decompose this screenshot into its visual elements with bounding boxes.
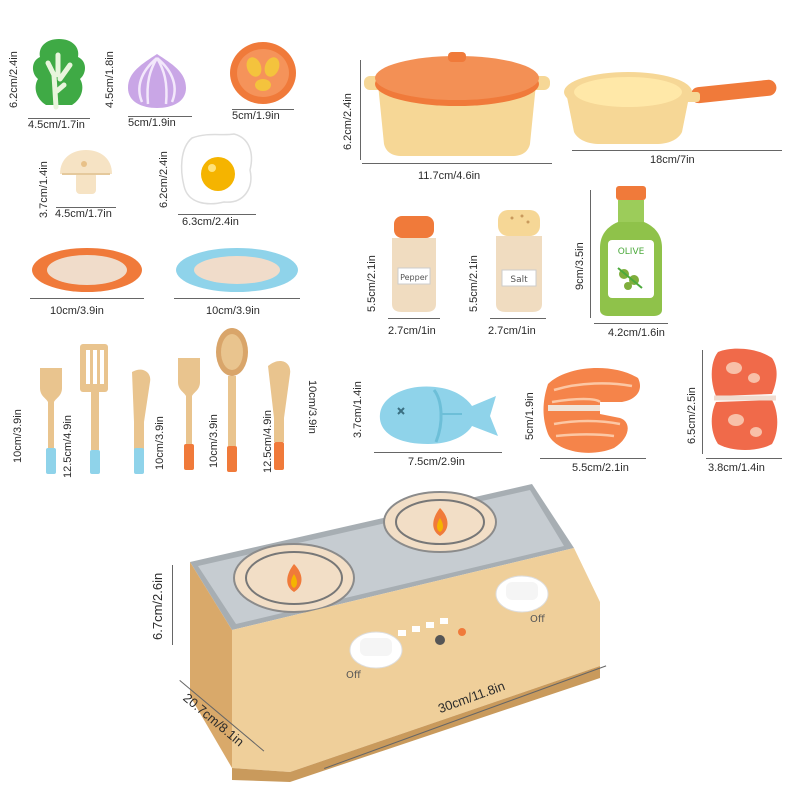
lettuce-width-line xyxy=(28,118,90,119)
olive-label: OLIVE xyxy=(618,247,645,257)
blue-plate-toy xyxy=(176,248,298,292)
blue-plate-line xyxy=(174,298,300,299)
salmon-width-line xyxy=(540,458,646,459)
pan-width-line xyxy=(572,150,782,151)
olive-height-line xyxy=(590,190,591,318)
egg-width: 6.3cm/2.4in xyxy=(182,216,239,228)
salmon-height: 5cm/1.9in xyxy=(524,392,536,440)
pan-width: 18cm/7in xyxy=(650,154,695,166)
pot-width: 11.7cm/4.6in xyxy=(418,170,481,182)
salmon-toy xyxy=(543,367,641,453)
tomato-width-line xyxy=(232,109,294,110)
blue-plate-width: 10cm/3.9in xyxy=(206,305,260,317)
knife-a-length: 10cm/3.9in xyxy=(154,416,166,470)
fork-a-length: 10cm/3.9in xyxy=(12,409,24,463)
lettuce-toy xyxy=(32,39,86,110)
utensil-set-b xyxy=(178,328,291,472)
olive-height: 9cm/3.5in xyxy=(574,242,586,290)
spoon-b-length: 12.5cm/4.9in xyxy=(262,410,274,473)
olive-width: 4.2cm/1.6in xyxy=(608,327,665,339)
egg-toy xyxy=(180,133,253,205)
mushroom-width-line xyxy=(56,207,116,208)
fish-width-line xyxy=(374,452,502,453)
onion-width-line xyxy=(128,116,192,117)
fork-b-length: 10cm/3.9in xyxy=(208,414,220,468)
fish-width: 7.5cm/2.9in xyxy=(408,456,465,468)
pepper-width-line xyxy=(388,318,440,319)
steak-toy xyxy=(711,348,778,450)
orange-plate-toy xyxy=(32,248,142,292)
salt-width: 2.7cm/1in xyxy=(488,325,536,337)
tomato-toy xyxy=(230,42,296,104)
olive-width-line xyxy=(594,323,668,324)
lettuce-width: 4.5cm/1.7in xyxy=(28,119,85,131)
olive-oil-toy: OLIVE xyxy=(600,186,662,316)
onion-height: 4.5cm/1.8in xyxy=(104,51,116,108)
tomato-width: 5cm/1.9in xyxy=(232,110,280,122)
steak-width: 3.8cm/1.4in xyxy=(708,462,765,474)
salmon-width: 5.5cm/2.1in xyxy=(572,462,629,474)
pot-height-line xyxy=(360,60,361,160)
utensil-set-a xyxy=(40,344,151,474)
orange-plate-width: 10cm/3.9in xyxy=(50,305,104,317)
salt-height: 5.5cm/2.1in xyxy=(468,255,480,312)
salt-shaker-toy: Salt xyxy=(496,210,542,312)
salt-label: Salt xyxy=(510,275,528,285)
pan-toy xyxy=(564,72,777,144)
egg-height: 6.2cm/2.4in xyxy=(158,151,170,208)
stove-toy: Off Off xyxy=(190,484,600,782)
onion-toy xyxy=(128,54,186,108)
mushroom-width: 4.5cm/1.7in xyxy=(55,208,112,220)
pot-toy xyxy=(364,52,550,156)
pepper-shaker-toy: Pepper xyxy=(392,216,436,312)
orange-plate-line xyxy=(30,298,144,299)
pepper-width: 2.7cm/1in xyxy=(388,325,436,337)
salt-width-line xyxy=(490,318,546,319)
pepper-height: 5.5cm/2.1in xyxy=(366,255,378,312)
fish-toy xyxy=(379,386,498,444)
pot-height: 6.2cm/2.4in xyxy=(342,93,354,150)
onion-width: 5cm/1.9in xyxy=(128,117,176,129)
stove-height: 6.7cm/2.6in xyxy=(150,572,165,640)
fish-height: 3.7cm/1.4in xyxy=(352,381,364,438)
egg-width-line xyxy=(178,214,256,215)
mushroom-toy xyxy=(60,150,112,194)
spatula-a-length: 12.5cm/4.9in xyxy=(62,415,74,478)
dial-off-left: Off xyxy=(346,670,362,681)
steak-height-line xyxy=(702,350,703,454)
pot-width-line xyxy=(362,163,552,164)
pepper-label: Pepper xyxy=(400,273,429,282)
lettuce-height: 6.2cm/2.4in xyxy=(8,51,20,108)
mushroom-height: 3.7cm/1.4in xyxy=(38,161,50,218)
dial-off-right: Off xyxy=(530,614,546,625)
knife-b-length: 10cm/3.9in xyxy=(306,380,318,434)
steak-width-line xyxy=(706,458,782,459)
steak-height: 6.5cm/2.5in xyxy=(686,387,698,444)
stove-height-line xyxy=(172,565,173,645)
